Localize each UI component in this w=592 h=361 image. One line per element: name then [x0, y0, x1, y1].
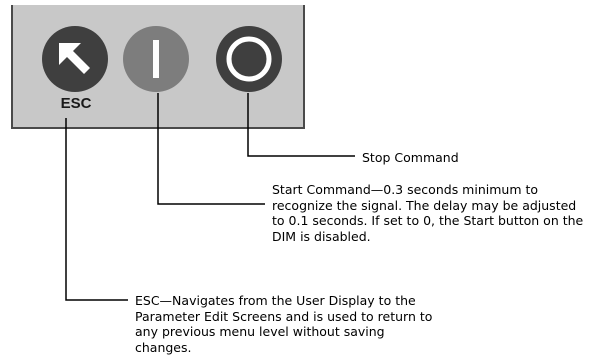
start-button[interactable]: [123, 26, 189, 92]
control-panel: ESC: [11, 5, 305, 129]
vertical-bar-icon: [153, 40, 159, 78]
stop-command-callout: Stop Command: [362, 150, 459, 165]
esc-button[interactable]: [42, 26, 108, 92]
stop-button[interactable]: [216, 26, 282, 92]
arrow-up-left-icon: [59, 43, 90, 74]
ring-icon: [226, 36, 272, 82]
esc-button-label: ESC: [60, 95, 92, 112]
start-command-callout: Start Command—0.3 seconds minimum to rec…: [272, 182, 584, 244]
esc-callout: ESC—Navigates from the User Display to t…: [135, 293, 433, 355]
esc-leader-line: [65, 118, 128, 301]
